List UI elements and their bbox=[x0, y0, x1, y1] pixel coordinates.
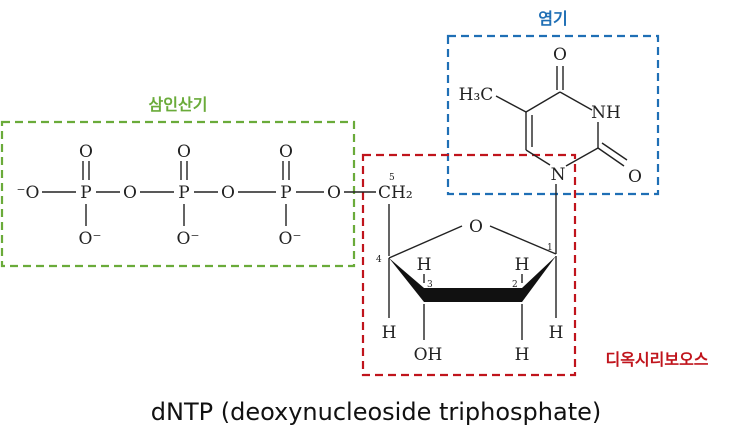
atom-base-o-top: O bbox=[553, 45, 567, 65]
atom-h3c: H₃C bbox=[459, 85, 494, 105]
base-group-box bbox=[446, 34, 660, 196]
atom-o-top-1: O bbox=[79, 142, 93, 162]
base-bonds bbox=[495, 66, 628, 167]
atom-ring-o: O bbox=[469, 217, 483, 237]
wedge-bond-c4-c3 bbox=[389, 258, 424, 302]
phosphate-atoms: ⁻O P O P O P O O O O O⁻ O⁻ O⁻ bbox=[17, 142, 341, 249]
atom-h1-down: H bbox=[549, 323, 564, 343]
atom-ch2: CH₂ bbox=[378, 183, 413, 203]
phosphate-group-label: 삼인산기 bbox=[149, 95, 208, 114]
sugar-group-label: 디옥시리보오스 bbox=[605, 350, 708, 369]
atom-o-bridge-1: O bbox=[123, 183, 137, 203]
base-atoms: O NH O N H₃C bbox=[459, 45, 642, 187]
atom-h2-up: H bbox=[515, 255, 530, 275]
atom-o-top-3: O bbox=[279, 142, 293, 162]
atom-p3: P bbox=[280, 183, 291, 203]
phosphate-bonds bbox=[42, 161, 376, 226]
wedge-bond-c3-c2 bbox=[424, 288, 522, 302]
wedge-bond-c2-c1 bbox=[522, 256, 556, 302]
atom-o-bridge-2: O bbox=[221, 183, 235, 203]
carbon-numbers: 4 3 2 1 bbox=[376, 243, 553, 290]
sugar-atoms: O H H H H OH H bbox=[382, 217, 564, 365]
diagram-caption: dNTP (deoxynucleoside triphosphate) bbox=[151, 398, 601, 426]
atom-o-bot-1: O⁻ bbox=[79, 229, 102, 249]
base-group-label: 염기 bbox=[538, 9, 567, 28]
atom-h4-down: H bbox=[382, 323, 397, 343]
atom-base-nh: NH bbox=[591, 103, 621, 123]
atom-p1: P bbox=[80, 183, 91, 203]
phosphate-group-box bbox=[0, 120, 356, 268]
carbon-number-2: 2 bbox=[512, 280, 518, 290]
atom-o-bot-2: O⁻ bbox=[177, 229, 200, 249]
carbon-number-5: 5 bbox=[389, 173, 395, 183]
atom-base-o-right: O bbox=[628, 167, 642, 187]
atom-h3-up: H bbox=[417, 255, 432, 275]
sugar-bonds bbox=[388, 184, 557, 340]
carbon-number-3: 3 bbox=[427, 280, 433, 290]
atom-o-bot-3: O⁻ bbox=[279, 229, 302, 249]
atom-base-n: N bbox=[551, 165, 566, 185]
carbon-number-4: 4 bbox=[376, 255, 382, 265]
carbon-number-1: 1 bbox=[547, 243, 553, 253]
atom-o-bridge-3: O bbox=[327, 183, 341, 203]
atom-p2: P bbox=[178, 183, 189, 203]
atom-h2-down: H bbox=[515, 345, 530, 365]
atom-oh: OH bbox=[414, 345, 443, 365]
sugar-group-box bbox=[361, 153, 577, 377]
atom-o-minus-left: ⁻O bbox=[17, 183, 40, 203]
atom-o-top-2: O bbox=[177, 142, 191, 162]
